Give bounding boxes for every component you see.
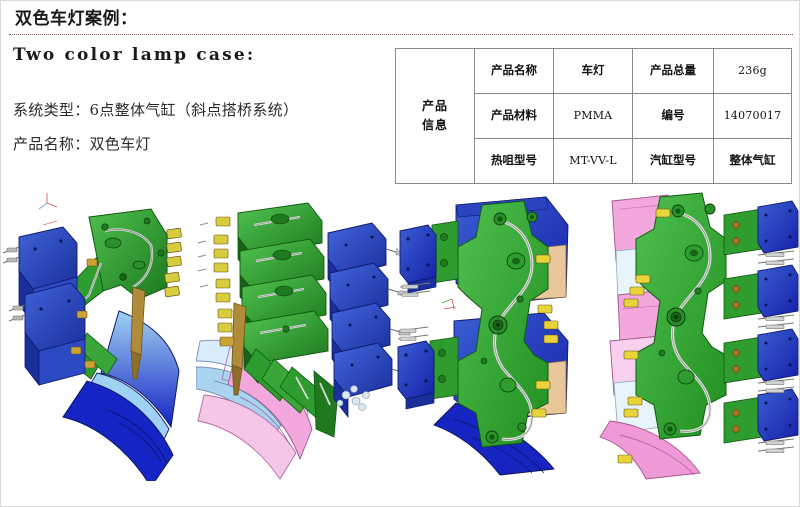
page-title-en: Two color lamp case:	[13, 45, 256, 65]
cell-label-product-weight: 产品总量	[632, 48, 714, 94]
cell-value-product-material: PMMA	[553, 93, 633, 139]
yellow-fittings	[531, 254, 559, 418]
lens-lower-shell	[62, 380, 174, 481]
cell-label-cylinder-model: 汽缸型号	[632, 138, 714, 184]
page-title-cn: 双色车灯案例：	[15, 9, 138, 29]
cell-value-product-name: 车灯	[553, 48, 633, 94]
gate-bosses	[480, 211, 538, 444]
table-row: 产品 信息 产品名称 车灯 产品总量 236g	[395, 48, 792, 184]
origin-triad	[38, 193, 58, 226]
nozzle-fittings-left	[70, 258, 98, 369]
cad-view-pink-manifold-front	[596, 191, 799, 481]
table-row: 热咀型号 MT-VV-L 汽缸型号 整体气缸	[396, 138, 792, 184]
nozzle-fitting-column	[213, 216, 235, 347]
cell-value-product-number: 14070017	[713, 93, 792, 139]
nozzle-fittings-right	[164, 227, 182, 298]
nozzle-housings-right	[723, 208, 763, 444]
origin-triad	[441, 298, 457, 310]
table-row: 产品材料 PMMA 编号 14070017	[396, 93, 792, 139]
rowheader-line-2: 信息	[421, 118, 448, 132]
bridge-arm-4	[313, 370, 339, 438]
cad-view-blue-manifold-front	[396, 191, 601, 481]
cell-label-product-name: 产品名称	[474, 48, 554, 94]
spec-product-name: 产品名称：双色车灯	[13, 135, 151, 153]
title-divider	[9, 34, 793, 35]
product-info-table: 产品 信息 产品名称 车灯 产品总量 236g 产品材料 PMMA 编号 140…	[395, 48, 792, 184]
cell-value-nozzle-model: MT-VV-L	[553, 138, 633, 184]
cylinder-bank-right	[757, 200, 799, 442]
gate-bosses	[658, 203, 716, 436]
cell-label-product-number: 编号	[632, 93, 714, 139]
table-rowheader-product-info: 产品 信息	[395, 48, 475, 184]
cylinder-stack-left	[18, 226, 86, 387]
cell-label-product-material: 产品材料	[474, 93, 554, 139]
lens-shell-pink-1	[197, 394, 297, 480]
cell-value-cylinder-model: 整体气缸	[713, 138, 792, 184]
yellow-fittings	[617, 208, 671, 464]
cell-value-product-weight: 236g	[713, 48, 792, 94]
cylinder-left-lower	[397, 340, 435, 410]
cad-view-pink-blue-lamp-assembly	[196, 191, 411, 481]
cell-label-nozzle-model: 热咀型号	[474, 138, 554, 184]
rowheader-line-1: 产品	[421, 99, 448, 114]
cylinder-left-upper	[399, 224, 437, 294]
cad-view-blue-lamp-assembly	[1, 191, 206, 481]
cylinder-bank-right	[327, 222, 393, 419]
lens-skirt-pink	[599, 420, 701, 480]
lens-upper-shell	[100, 310, 180, 429]
water-fittings	[336, 385, 370, 411]
spec-system-type: 系统类型：6点整体气缸（斜点搭桥系统）	[13, 101, 299, 119]
figure-gallery	[1, 191, 799, 491]
